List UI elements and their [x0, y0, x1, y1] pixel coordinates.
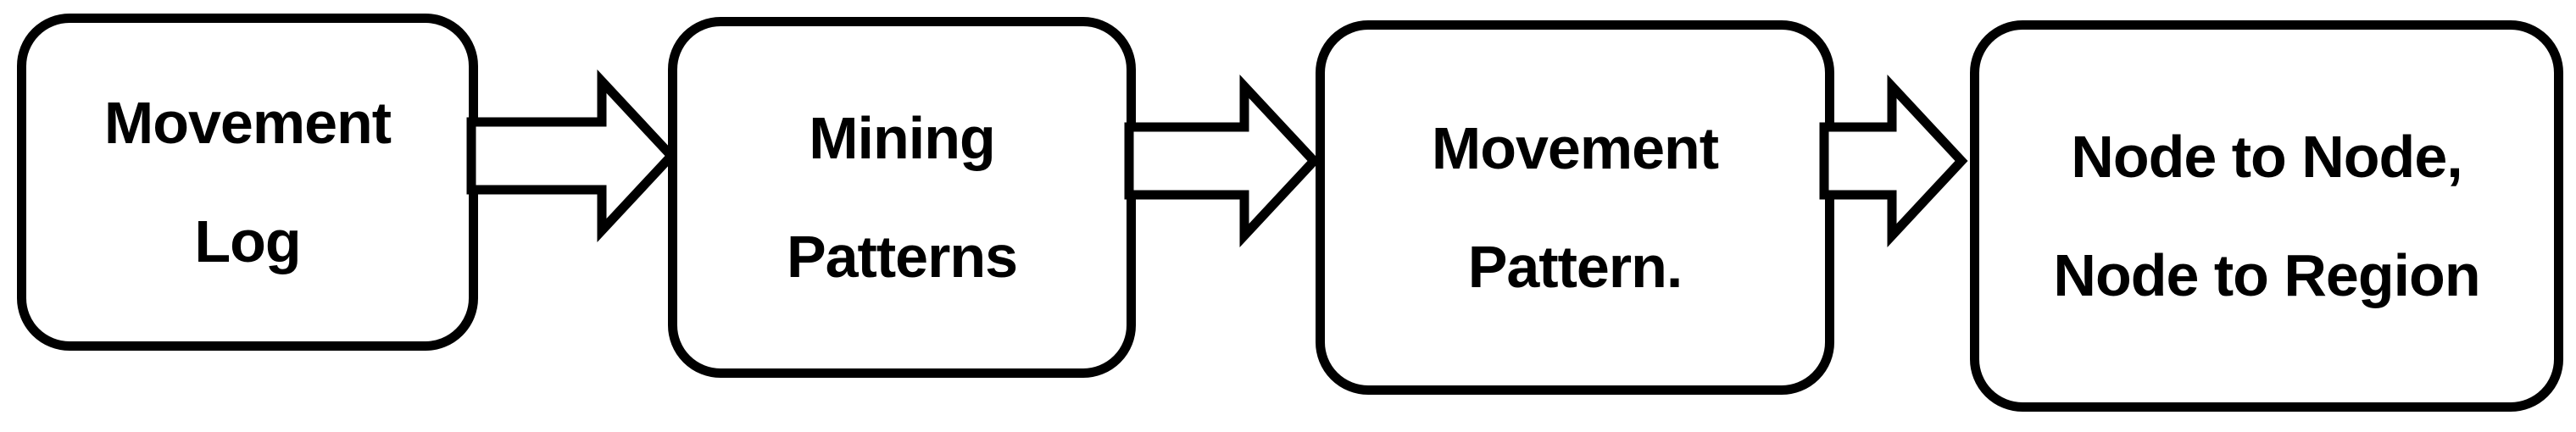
box-text-line: Movement [1431, 115, 1719, 181]
box-text-line: Node to Region [2053, 242, 2480, 308]
flow-box-mining-patterns: Mining Patterns [668, 17, 1136, 378]
box-text-line: Patterns [786, 224, 1018, 290]
right-block-arrow-icon [1124, 75, 1321, 247]
flow-box-movement-log: Movement Log [17, 14, 478, 351]
box-text-line: Movement [103, 90, 392, 156]
box-text-line: Node to Node, [2071, 124, 2462, 190]
flow-box-movement-pattern: Movement Pattern. [1316, 20, 1834, 395]
right-block-arrow-icon [1819, 75, 1968, 247]
box-text-line: Log [194, 208, 301, 274]
flow-box-node-to-node-region: Node to Node, Node to Region [1970, 20, 2563, 412]
box-text-line: Pattern. [1467, 234, 1683, 300]
box-text-line: Mining [809, 105, 995, 171]
right-block-arrow-icon [466, 69, 678, 242]
